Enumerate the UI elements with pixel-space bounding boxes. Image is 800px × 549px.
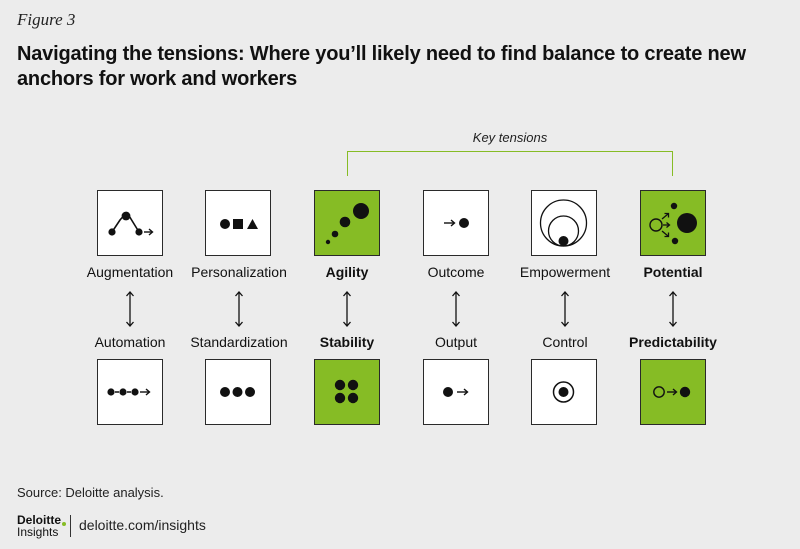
logo-dot bbox=[62, 522, 66, 526]
double-arrow-icon bbox=[235, 291, 243, 327]
logo-sub: Insights bbox=[17, 525, 59, 539]
automation-icon bbox=[97, 359, 163, 425]
label-control: Control bbox=[542, 334, 588, 350]
source-note: Source: Deloitte analysis. bbox=[17, 485, 164, 500]
label-stability: Stability bbox=[319, 334, 375, 350]
deloitte-insights-logo: Deloitte Insights bbox=[17, 513, 69, 539]
logo-name: Deloitte bbox=[17, 513, 62, 527]
double-arrow-icon bbox=[561, 291, 569, 327]
personalization-icon bbox=[205, 190, 271, 256]
outcome-icon bbox=[423, 190, 489, 256]
figure-label: Figure 3 bbox=[17, 10, 76, 29]
footer-divider bbox=[70, 515, 71, 537]
predictability-icon bbox=[640, 359, 706, 425]
label-outcome: Outcome bbox=[427, 264, 485, 280]
standardization-icon bbox=[205, 359, 271, 425]
key-tensions-bracket bbox=[347, 151, 673, 176]
label-standardization: Standardization bbox=[190, 334, 288, 350]
double-arrow-icon bbox=[669, 291, 677, 327]
potential-icon bbox=[640, 190, 706, 256]
label-automation: Automation bbox=[94, 334, 166, 350]
label-empowerment: Empowerment bbox=[519, 264, 611, 280]
figure-title: Navigating the tensions: Where you’ll li… bbox=[17, 43, 746, 90]
label-personalization: Personalization bbox=[191, 264, 287, 280]
double-arrow-icon bbox=[452, 291, 460, 327]
label-augmentation: Augmentation bbox=[86, 264, 174, 280]
agility-icon bbox=[314, 190, 380, 256]
key-tensions-label: Key tensions bbox=[472, 130, 548, 145]
output-icon bbox=[423, 359, 489, 425]
augmentation-icon bbox=[97, 190, 163, 256]
label-potential: Potential bbox=[643, 264, 703, 280]
empowerment-icon bbox=[531, 190, 597, 256]
stability-icon bbox=[314, 359, 380, 425]
control-icon bbox=[531, 359, 597, 425]
label-predictability: Predictability bbox=[629, 334, 717, 350]
label-output: Output bbox=[434, 334, 478, 350]
double-arrow-icon bbox=[126, 291, 134, 327]
label-agility: Agility bbox=[325, 264, 369, 280]
double-arrow-icon bbox=[343, 291, 351, 327]
site-link[interactable]: deloitte.com/insights bbox=[79, 517, 206, 533]
